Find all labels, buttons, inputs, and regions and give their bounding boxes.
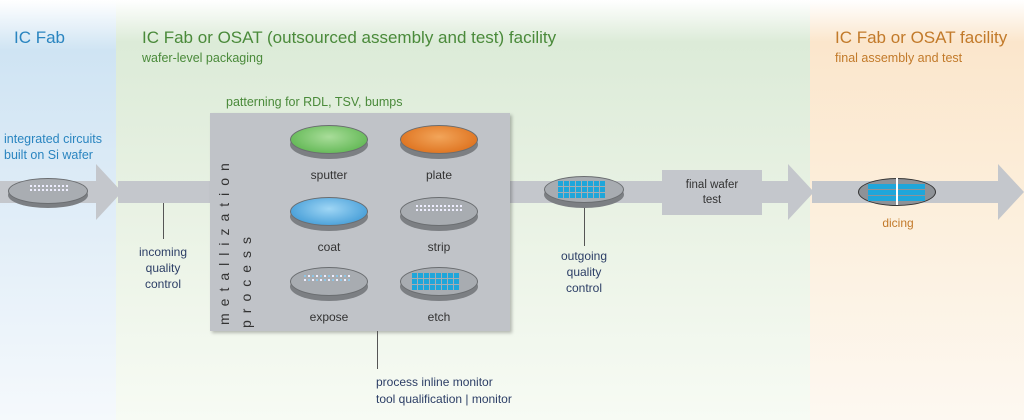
step-label-coat: coat <box>317 240 341 254</box>
zone-final-assembly <box>810 0 1024 420</box>
input-wafer-label: integrated circuits built on Si wafer <box>4 132 102 162</box>
outgoing-wafer-icon <box>544 176 624 208</box>
inline-monitor-line1: process inline monitor <box>376 375 493 389</box>
input-wafer-icon <box>8 178 88 208</box>
plate-wafer-icon <box>400 125 478 159</box>
incoming-qc-connector <box>163 203 164 239</box>
step-label-etch: etch <box>427 310 451 324</box>
strip-wafer-icon <box>400 197 478 231</box>
expose-wafer-icon <box>290 267 368 301</box>
zone-fat-subtitle: final assembly and test <box>835 51 963 65</box>
flow-arrow-3 <box>998 164 1024 220</box>
patterning-label: patterning for RDL, TSV, bumps <box>226 95 403 109</box>
dicing-wafer-icon <box>858 178 936 206</box>
outgoing-qc-label: outgoing quality control <box>560 249 608 295</box>
dicing-label: dicing <box>882 216 914 230</box>
step-label-sputter: sputter <box>310 168 348 182</box>
zone-fab-title: IC Fab <box>14 28 66 47</box>
zone-wlp-subtitle: wafer-level packaging <box>142 51 263 65</box>
flow-arrow-2 <box>788 164 814 220</box>
inline-monitor-connector <box>377 331 378 369</box>
outgoing-qc-connector <box>584 208 585 246</box>
flow-arrow-1 <box>96 164 122 220</box>
coat-wafer-icon <box>290 197 368 231</box>
incoming-qc-label: incoming quality control <box>138 245 188 291</box>
inline-monitor-line2: tool qualification | monitor <box>376 392 512 406</box>
metallization-label: metallization <box>216 156 232 325</box>
zone-fat-title: IC Fab or OSAT facility <box>835 28 1008 47</box>
sputter-wafer-icon <box>290 125 368 159</box>
process-label: process <box>238 229 254 328</box>
metallization-process-box: metallization process sputter plate coat… <box>210 113 510 331</box>
step-label-expose: expose <box>309 310 349 324</box>
zone-wlp-title: IC Fab or OSAT (outsourced assembly and … <box>142 28 557 47</box>
etch-wafer-icon <box>400 267 478 301</box>
final-wafer-test-box: final wafer test <box>662 170 762 215</box>
step-label-plate: plate <box>425 168 453 182</box>
step-label-strip: strip <box>427 240 451 254</box>
